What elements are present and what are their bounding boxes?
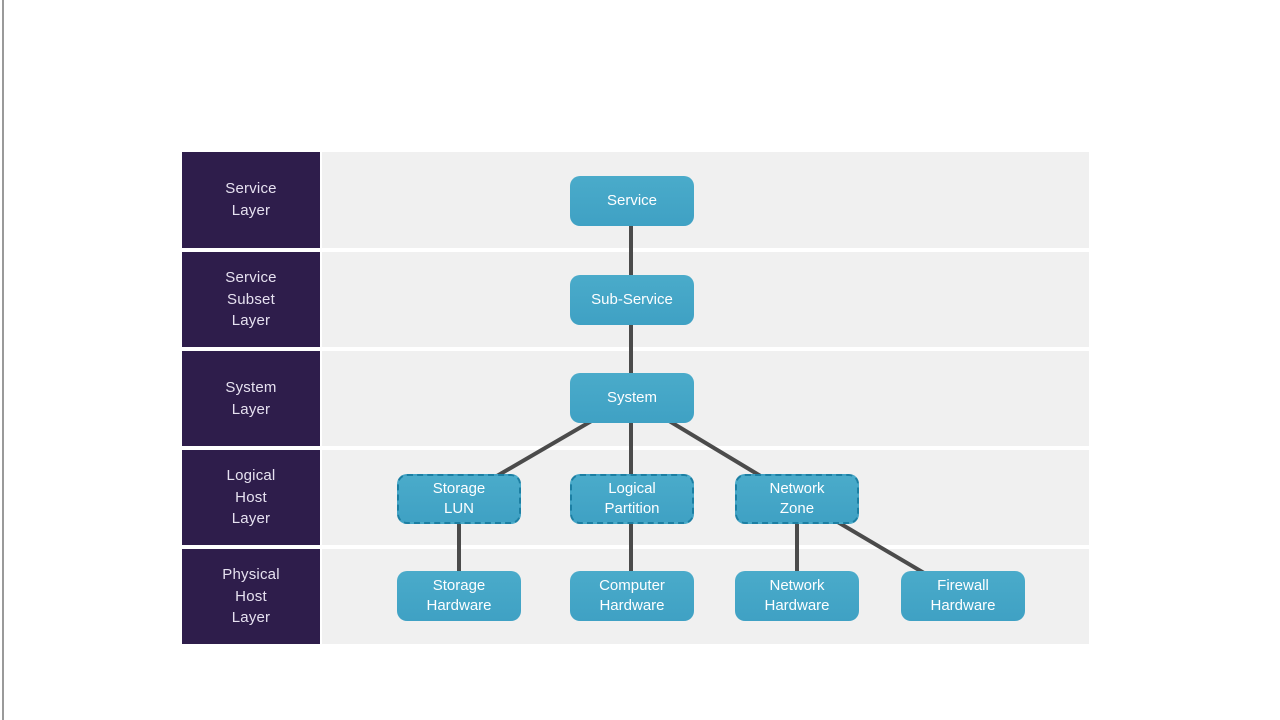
row-band-system-layer: [322, 351, 1089, 446]
node-service: Service: [570, 176, 694, 226]
node-sub-service: Sub-Service: [570, 275, 694, 325]
row-band-service-layer: [322, 152, 1089, 248]
node-storage-lun: Storage LUN: [397, 474, 521, 524]
node-system: System: [570, 373, 694, 423]
layer-label-service-subset: Service Subset Layer: [182, 252, 320, 347]
node-storage-hardware: Storage Hardware: [397, 571, 521, 621]
row-band-service-subset-layer: [322, 252, 1089, 347]
node-computer-hardware: Computer Hardware: [570, 571, 694, 621]
node-network-zone: Network Zone: [735, 474, 859, 524]
window-left-border-line: [2, 0, 4, 720]
node-network-hardware: Network Hardware: [735, 571, 859, 621]
layer-label-physical-host: Physical Host Layer: [182, 549, 320, 644]
layer-label-logical-host: Logical Host Layer: [182, 450, 320, 545]
node-logical-partition: Logical Partition: [570, 474, 694, 524]
layer-label-system: System Layer: [182, 351, 320, 446]
layer-label-service: Service Layer: [182, 152, 320, 248]
node-firewall-hardware: Firewall Hardware: [901, 571, 1025, 621]
